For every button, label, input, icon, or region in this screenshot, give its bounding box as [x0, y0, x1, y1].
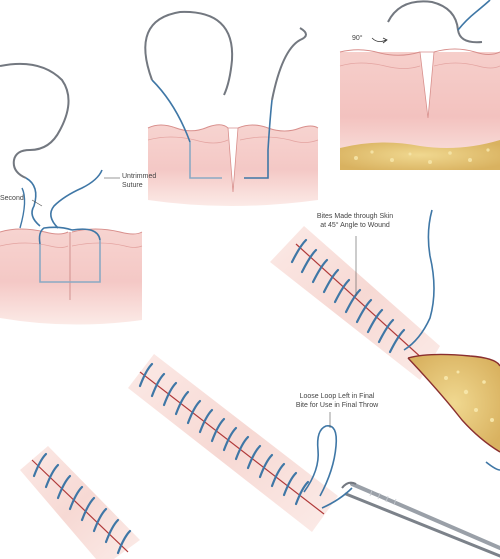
- sutured-wound-band-2: [128, 354, 500, 558]
- loose-loop-label-line1: Loose Loop Left in Final: [299, 393, 375, 400]
- loose-loop-label: Loose Loop Left in Final Bite for Use in…: [280, 392, 394, 410]
- cross-section-panel-3: [0, 62, 143, 325]
- loose-loop-label-line2: Bite for Use in Final Throw: [295, 402, 379, 409]
- untrimmed-suture-label-line2: Suture: [122, 182, 143, 189]
- second-label: Second: [0, 195, 24, 202]
- sutured-wound-band-1: [270, 209, 500, 453]
- bites-angle-label-line1: Bites Made through Skin: [316, 213, 394, 220]
- angle-label: 90°: [352, 35, 363, 42]
- untrimmed-suture-label: Untrimmed Suture: [122, 172, 156, 190]
- bites-angle-label-line2: at 45° Angle to Wound: [320, 222, 390, 229]
- untrimmed-suture-label-line1: Untrimmed: [122, 173, 157, 180]
- sutured-wound-band-3: [20, 446, 140, 559]
- cross-section-panel-1: [144, 10, 319, 206]
- cross-section-panel-2: [339, 0, 500, 170]
- bites-angle-label: Bites Made through Skin at 45° Angle to …: [300, 212, 410, 230]
